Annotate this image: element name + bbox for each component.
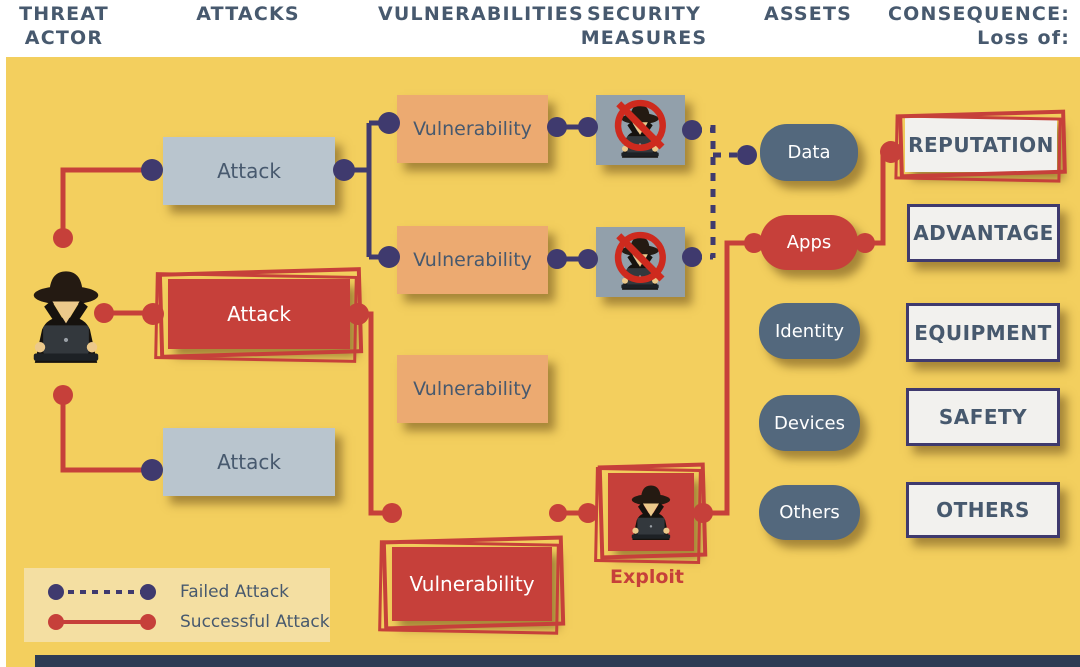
hacker-icon [620, 478, 682, 545]
vulnerability-node-4-exploited: Vulnerability [392, 547, 552, 621]
attack-node-2-successful: Attack [168, 279, 350, 349]
consequence-reputation-impacted: REPUTATION [905, 118, 1057, 172]
consequence-equipment: EQUIPMENT [906, 303, 1060, 362]
vulnerability-node-3: Vulnerability [397, 355, 548, 423]
attack-node-1: Attack [163, 137, 335, 205]
column-header-threat-actor: THREAT ACTOR [19, 3, 109, 49]
successful-attack-sample-line [48, 614, 156, 630]
asset-apps-compromised: Apps [760, 215, 858, 270]
column-header-security-measures: SECURITY MEASURES [580, 3, 708, 49]
security-measure-1 [596, 95, 685, 165]
column-header-vulnerabilities: VULNERABILITIES [378, 3, 584, 25]
legend-successful-label: Successful Attack [180, 612, 330, 632]
consequence-others: OTHERS [906, 482, 1060, 538]
prohibition-icon [603, 96, 678, 155]
security-measure-2 [596, 227, 685, 297]
vulnerability-node-1: Vulnerability [397, 95, 548, 163]
column-header-attacks: ATTACKS [196, 3, 300, 25]
legend: Failed Attack Successful Attack [24, 568, 330, 642]
prohibition-icon [603, 228, 678, 287]
asset-identity: Identity [759, 303, 860, 359]
consequence-advantage: ADVANTAGE [907, 204, 1060, 262]
column-header-consequence: CONSEQUENCE: Loss of: [888, 3, 1071, 49]
asset-others: Others [759, 485, 860, 540]
footer-bar [35, 655, 1080, 667]
asset-data: Data [760, 124, 858, 181]
column-header-assets: ASSETS [763, 3, 853, 25]
legend-failed-label: Failed Attack [180, 582, 290, 602]
asset-devices: Devices [759, 395, 860, 451]
threat-actor [14, 253, 118, 377]
failed-attack-sample-line [48, 584, 156, 600]
exploit-node [608, 473, 694, 551]
hacker-icon [14, 253, 118, 377]
consequence-safety: SAFETY [906, 388, 1060, 446]
vulnerability-node-2: Vulnerability [397, 226, 548, 294]
exploit-label: Exploit [610, 566, 684, 588]
attack-node-3: Attack [163, 428, 335, 496]
